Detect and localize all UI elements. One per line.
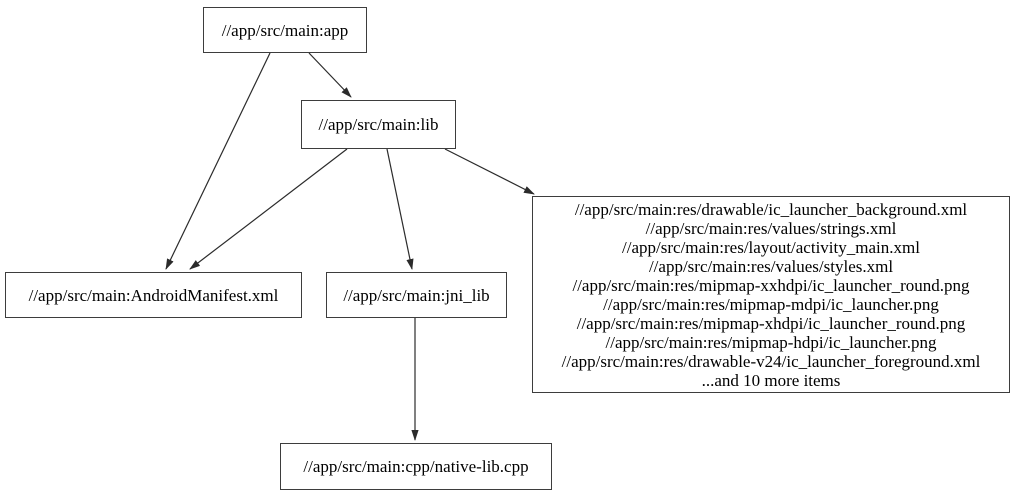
node-native-lib-cpp-label: //app/src/main:cpp/native-lib.cpp (303, 457, 529, 476)
node-app: //app/src/main:app (203, 7, 367, 53)
resource-item: //app/src/main:res/mipmap-hdpi/ic_launch… (605, 332, 937, 352)
edge-app-to-manifest (165, 52, 271, 270)
node-android-manifest-label: //app/src/main:AndroidManifest.xml (28, 285, 279, 305)
edge-lib-to-resources (444, 148, 535, 195)
edge-app-to-lib (308, 52, 352, 98)
node-lib-label: //app/src/main:lib (318, 115, 439, 134)
resource-item: //app/src/main:res/mipmap-xhdpi/ic_launc… (576, 313, 966, 333)
node-native-lib-cpp: //app/src/main:cpp/native-lib.cpp (280, 443, 552, 490)
resource-item: //app/src/main:res/drawable-v24/ic_launc… (561, 351, 981, 371)
node-lib: //app/src/main:lib (301, 100, 456, 149)
edge-lib-to-jni_lib (386, 148, 414, 270)
node-app-label: //app/src/main:app (221, 20, 349, 40)
resource-item: //app/src/main:res/drawable/ic_launcher_… (574, 199, 968, 219)
node-jni-lib: //app/src/main:jni_lib (326, 272, 507, 318)
resource-item: //app/src/main:res/mipmap-xxhdpi/ic_laun… (572, 275, 970, 295)
resource-item: //app/src/main:res/layout/activity_main.… (622, 237, 920, 257)
resource-overflow-note: ...and 10 more items (701, 370, 841, 390)
resource-item: //app/src/main:res/values/styles.xml (648, 256, 894, 276)
edge-lib-to-manifest (189, 148, 348, 270)
resource-item: //app/src/main:res/values/strings.xml (645, 218, 897, 238)
node-android-manifest: //app/src/main:AndroidManifest.xml (5, 272, 302, 318)
node-resources-list: //app/src/main:res/drawable/ic_launcher_… (532, 196, 1010, 393)
node-jni-lib-label: //app/src/main:jni_lib (343, 285, 490, 305)
resource-item: //app/src/main:res/mipmap-mdpi/ic_launch… (603, 294, 939, 314)
